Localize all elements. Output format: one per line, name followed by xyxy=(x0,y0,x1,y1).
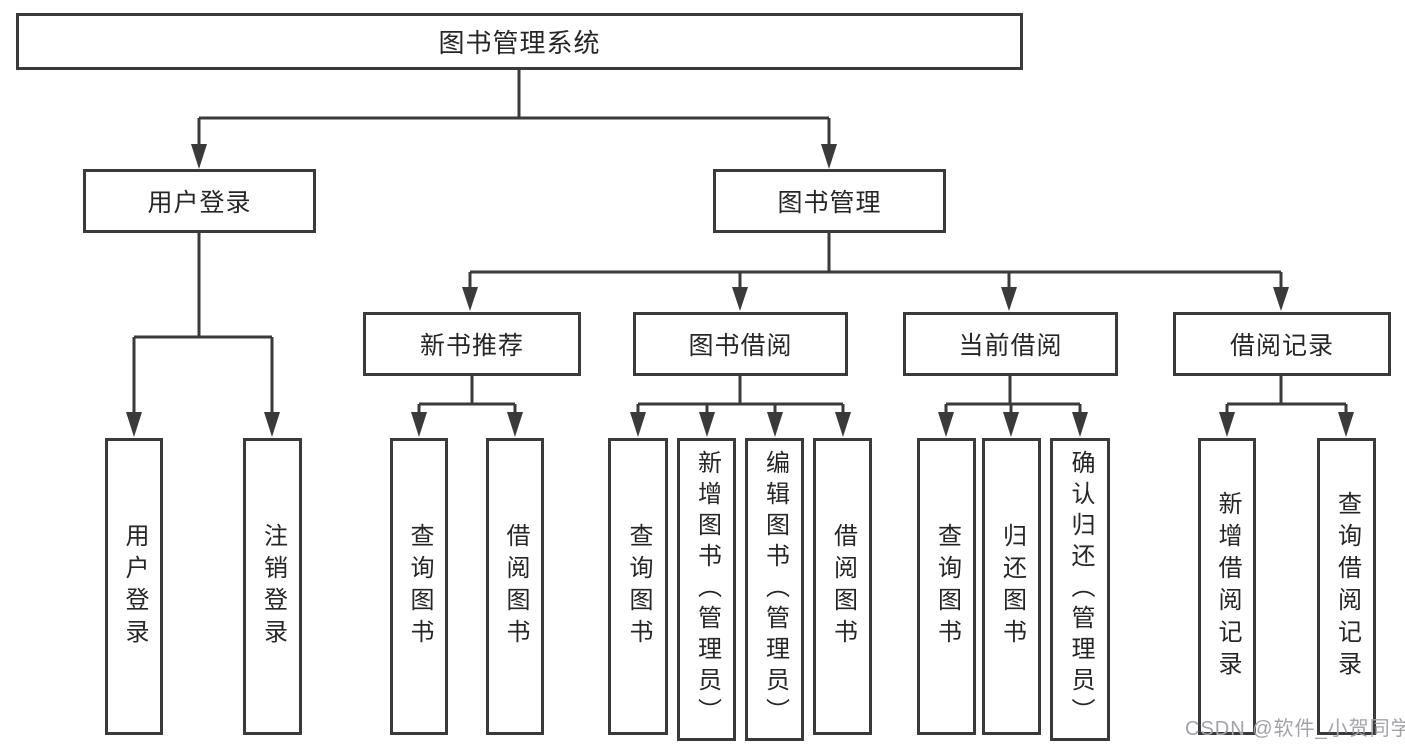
node-book-management: 图书管理 xyxy=(713,169,946,233)
edge-current-borrow-children xyxy=(938,376,1088,437)
node-label: 用户登录 xyxy=(121,522,148,651)
node-label: 查询借阅记录 xyxy=(1333,490,1361,683)
node-label: 查询图书 xyxy=(933,522,961,651)
leaf-br-add-record: 新增借阅记录 xyxy=(1198,438,1256,735)
node-new-book-recommend: 新书推荐 xyxy=(363,312,581,376)
leaf-cb-query-books: 查询图书 xyxy=(917,438,976,735)
edge-borrow-record-children xyxy=(1219,376,1354,437)
node-label: 确认归还（管理员） xyxy=(1067,450,1094,729)
arrowhead xyxy=(1273,287,1289,311)
node-label: 图书管理系统 xyxy=(438,28,601,58)
node-root-library-system: 图书管理系统 xyxy=(16,13,1023,70)
node-label: 编辑图书（管理员） xyxy=(761,450,789,729)
leaf-bb-add-books-admin: 新增图书（管理员） xyxy=(677,438,736,741)
leaf-cb-confirm-return-admin: 确认归还（管理员） xyxy=(1050,438,1110,741)
node-label: 新增借阅记录 xyxy=(1214,490,1241,683)
leaf-rec-borrow-books: 借阅图书 xyxy=(486,438,544,735)
arrowhead xyxy=(938,412,954,437)
node-user-login: 用户登录 xyxy=(83,169,316,233)
node-label: 新书推荐 xyxy=(419,332,524,360)
node-book-borrowing: 图书借阅 xyxy=(633,312,848,376)
arrowhead xyxy=(767,412,783,437)
arrowhead xyxy=(821,144,837,169)
node-label: 用户登录 xyxy=(147,189,252,217)
node-label: 借阅图书 xyxy=(502,522,529,651)
leaf-bb-query-books: 查询图书 xyxy=(608,438,668,735)
leaf-bb-borrow-books: 借阅图书 xyxy=(813,438,872,735)
node-label: 新增图书（管理员） xyxy=(693,450,721,729)
edge-book-mgmt-children xyxy=(462,233,1289,311)
csdn-watermark: CSDN @软件_小贺同学 xyxy=(1185,718,1405,740)
leaf-user-login: 用户登录 xyxy=(105,438,163,735)
node-label: 归还图书 xyxy=(998,522,1026,651)
arrowhead xyxy=(411,412,427,437)
arrowhead xyxy=(462,287,478,311)
node-label: 查询图书 xyxy=(625,522,652,651)
leaf-cb-return-books: 归还图书 xyxy=(982,438,1041,735)
arrowhead xyxy=(732,287,748,311)
arrowhead xyxy=(1219,412,1235,437)
edge-new-book-rec-children xyxy=(411,376,523,437)
node-label: 注销登录 xyxy=(259,522,287,651)
arrowhead xyxy=(630,412,646,437)
arrowhead xyxy=(126,412,142,437)
node-label: 借阅记录 xyxy=(1229,332,1334,360)
node-label: 查询图书 xyxy=(406,522,433,651)
node-label: 当前借阅 xyxy=(958,332,1063,360)
edge-book-borrow-children xyxy=(630,376,851,437)
arrowhead xyxy=(699,412,715,437)
arrowhead xyxy=(1003,412,1019,437)
arrowhead xyxy=(1338,412,1354,437)
arrowhead xyxy=(191,144,207,169)
node-label: 图书管理 xyxy=(777,189,882,217)
leaf-bb-edit-books-admin: 编辑图书（管理员） xyxy=(745,438,804,741)
leaf-rec-query-books: 查询图书 xyxy=(390,438,448,735)
node-current-borrowing: 当前借阅 xyxy=(903,312,1118,376)
node-borrow-records: 借阅记录 xyxy=(1173,312,1391,376)
leaf-logout: 注销登录 xyxy=(243,438,302,735)
edge-user-login-children xyxy=(126,233,280,437)
arrowhead xyxy=(835,412,851,437)
leaf-br-query-record: 查询借阅记录 xyxy=(1317,438,1376,735)
arrowhead xyxy=(507,412,523,437)
arrowhead xyxy=(1072,412,1088,437)
arrowhead xyxy=(264,412,280,437)
arrowhead xyxy=(1001,287,1017,311)
node-label: 图书借阅 xyxy=(688,332,793,360)
node-label: 借阅图书 xyxy=(829,522,857,651)
edge-root-to-level2 xyxy=(191,70,837,169)
